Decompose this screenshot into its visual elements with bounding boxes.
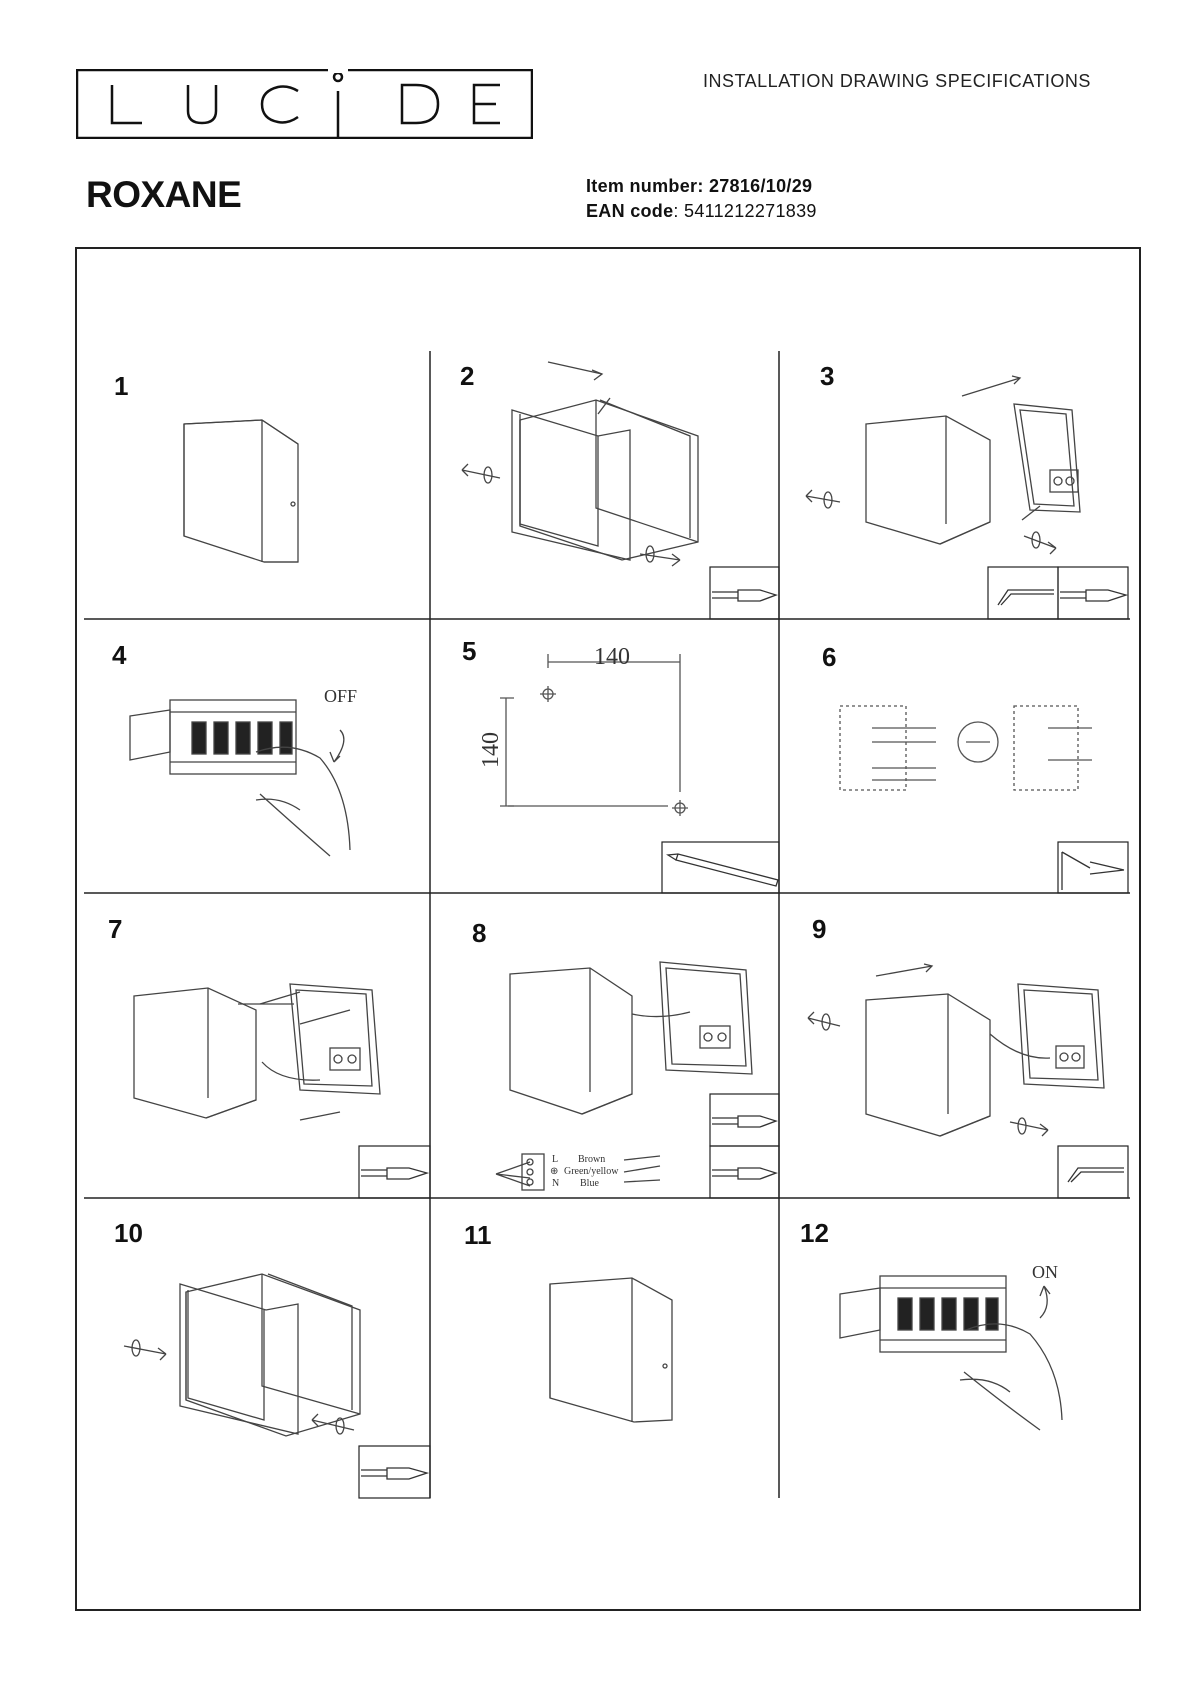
step7-drawing [133, 983, 381, 1121]
dimension-vertical: 140 [478, 732, 504, 768]
step-number-11: 11 [464, 1220, 492, 1250]
step4-drawing [129, 699, 351, 857]
ean-code: EAN code: 5411212271839 [586, 201, 817, 222]
step8-drawing [495, 961, 753, 1191]
item-number-label: Item number: [586, 176, 704, 196]
screwdriver-icon [1060, 589, 1129, 602]
screwdriver-icon [361, 1467, 430, 1480]
wire-code-live: L [552, 1154, 558, 1165]
step-number-7: 7 [108, 914, 122, 944]
document-title: INSTALLATION DRAWING SPECIFICATIONS [703, 71, 1091, 91]
item-number-value: 27816/10/29 [708, 176, 813, 196]
step1-drawing [183, 419, 299, 563]
lucide-logo [76, 69, 533, 139]
step12-drawing [839, 1275, 1063, 1431]
screwdriver-icon [712, 589, 779, 602]
step9-drawing [807, 963, 1105, 1137]
step10-drawing [123, 1273, 361, 1437]
step-number-10: 10 [114, 1218, 143, 1248]
step-number-12: 12 [800, 1218, 829, 1248]
step11-drawing [549, 1277, 673, 1423]
step6-drawing [839, 705, 1092, 791]
wire-name-green-yellow: Green/yellow [564, 1166, 619, 1177]
allen-key-icon [1067, 1167, 1124, 1183]
step2-drawing [461, 361, 699, 567]
step5-drawing [500, 654, 688, 816]
drill-icon [1061, 851, 1125, 890]
step-number-1: 1 [114, 371, 128, 401]
instructions-frame [75, 247, 1141, 1611]
step3-drawing [805, 375, 1081, 555]
step-number-3: 3 [820, 361, 834, 391]
on-label: ON [1032, 1262, 1058, 1282]
step-number-9: 9 [812, 914, 826, 944]
item-number: Item number: 27816/10/29 [586, 176, 812, 197]
off-label: OFF [324, 686, 357, 706]
product-name: ROXANE [86, 174, 242, 215]
step-number-4: 4 [112, 640, 127, 670]
screwdriver-icon [361, 1167, 430, 1180]
step-number-5: 5 [462, 636, 476, 666]
step-number-6: 6 [822, 642, 836, 672]
wire-name-brown: Brown [578, 1154, 605, 1165]
screwdriver-icon [712, 1115, 779, 1128]
wire-code-earth: ⊕ [550, 1166, 558, 1177]
ean-label: EAN code [586, 201, 674, 221]
screwdriver-icon [712, 1167, 779, 1180]
dimension-horizontal: 140 [594, 644, 630, 670]
pencil-icon [666, 853, 779, 887]
wire-name-blue: Blue [580, 1178, 599, 1189]
step-number-8: 8 [472, 918, 486, 948]
ean-value: : 5411212271839 [673, 201, 817, 221]
allen-key-icon [997, 589, 1054, 606]
wire-code-neutral: N [552, 1178, 559, 1189]
step-number-2: 2 [460, 361, 474, 391]
